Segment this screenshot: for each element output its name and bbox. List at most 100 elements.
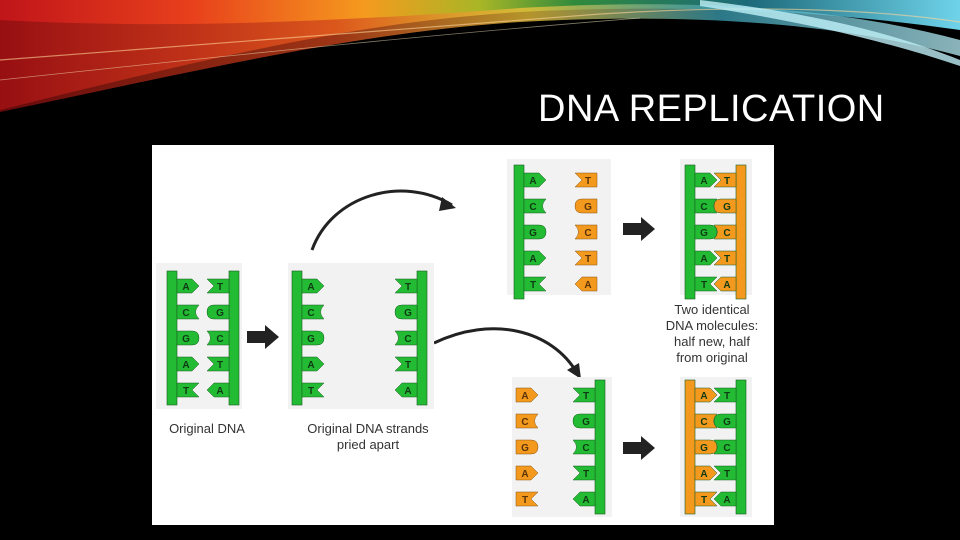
pried-left-strand-base-label: A [307, 360, 314, 371]
top-result-original-strand-base-label: A [700, 254, 707, 265]
top-result-new-strand-base-label: C [723, 228, 730, 239]
pried-right-strand-base-C [394, 330, 418, 346]
free-nucleotide-A [515, 387, 539, 403]
top-result-original-strand-base-label: T [701, 280, 707, 291]
pried-left-strand-base-label: T [308, 386, 314, 397]
original-left-strand-base-label: C [182, 308, 189, 319]
free-nucleotide-C [574, 224, 598, 240]
bottom-result-original-strand-base-label: T [724, 469, 730, 480]
bottom-result-original-strand-base-label: T [724, 391, 730, 402]
caption-two-identical: Two identical DNA molecules: half new, h… [657, 302, 767, 366]
original-right-strand-backbone [228, 270, 240, 406]
caption-result-line2: DNA molecules: [665, 318, 759, 333]
bottom-result-new-strand-base-label: A [700, 469, 707, 480]
pried-left-strand-base-label: G [307, 334, 315, 345]
arrow-right-1 [247, 325, 279, 349]
pried-right-strand-base-label: T [405, 360, 411, 371]
curved-arrow-top-head [439, 197, 456, 211]
bottom-result-new-strand-base-C [694, 413, 718, 429]
caption-original-text: Original DNA [169, 421, 245, 436]
pried-left-strand-base-label: A [307, 282, 314, 293]
pried-left-strand-base-A [301, 356, 325, 372]
top-template-strand-base-label: A [529, 254, 536, 265]
diagram-canvas: ACGATTGCTAACGATTGCTAACGATTGCTAACGATTGCTA… [156, 159, 752, 517]
free-nucleotide-label: A [521, 469, 528, 480]
bottom-result-new-strand-base-G [694, 439, 718, 455]
decorative-swoosh [0, 0, 960, 113]
bottom-result-new-strand-backbone [684, 379, 696, 515]
bottom-result-new-strand-base-label: C [700, 417, 707, 428]
original-right-strand-base-label: A [216, 386, 223, 397]
top-template-strand-base-label: T [530, 280, 536, 291]
bottom-result-original-strand-base-T [713, 387, 737, 403]
top-result-new-strand-base-G [713, 198, 737, 214]
pried-right-strand-base-label: C [404, 334, 411, 345]
caption-result-line3: half new, half [674, 334, 750, 349]
bottom-template-strand-base-G [572, 413, 596, 429]
caption-original-dna: Original DNA [162, 421, 252, 437]
bottom-result-original-strand-backbone [735, 379, 747, 515]
pried-right-strand-base-T [394, 278, 418, 294]
bottom-result-original-strand-base-label: C [723, 443, 730, 454]
original-right-strand-base-G [206, 304, 230, 320]
free-nucleotide-G [515, 439, 539, 455]
pried-right-strand-base-label: T [405, 282, 411, 293]
original-left-strand-base-C [176, 304, 200, 320]
top-result-original-strand-base-label: A [700, 176, 707, 187]
free-nucleotide-label: C [584, 228, 591, 239]
bottom-result-original-strand-base-A [713, 491, 737, 507]
top-result-original-strand-base-C [694, 198, 718, 214]
pried-left-strand-backbone [291, 270, 303, 406]
bottom-result-new-strand-base-label: T [701, 495, 707, 506]
bottom-template-strand-base-C [572, 439, 596, 455]
bottom-template-strand-base-label: G [582, 417, 590, 428]
top-result-new-strand-base-A [713, 276, 737, 292]
free-nucleotide-label: T [522, 495, 528, 506]
top-result-new-strand-base-label: T [724, 254, 730, 265]
top-template-strand-base-C [523, 198, 547, 214]
bottom-result-new-strand-base-A [694, 465, 718, 481]
top-result-original-strand-base-A [694, 172, 718, 188]
caption-result-line4: from original [676, 350, 748, 365]
free-nucleotide-label: G [521, 443, 529, 454]
original-left-strand-base-label: A [182, 282, 189, 293]
original-left-strand-base-A [176, 278, 200, 294]
original-right-strand-base-T [206, 278, 230, 294]
top-template-strand-backbone [513, 164, 525, 300]
bottom-result-new-strand-base-label: A [700, 391, 707, 402]
free-nucleotide-label: C [521, 417, 528, 428]
original-right-strand-base-label: C [216, 334, 223, 345]
original-right-strand-base-C [206, 330, 230, 346]
original-left-strand-base-A [176, 356, 200, 372]
top-result-original-strand-backbone [684, 164, 696, 300]
free-nucleotide-T [515, 491, 539, 507]
bottom-result-new-strand-base-label: G [700, 443, 708, 454]
curved-arrow-bottom [433, 327, 579, 374]
bottom-result-original-strand-base-C [713, 439, 737, 455]
caption-pried-line2: pried apart [336, 437, 400, 452]
curved-arrow-top [310, 189, 453, 251]
top-result-new-strand-base-label: T [724, 176, 730, 187]
top-template-strand-base-label: C [529, 202, 536, 213]
free-nucleotide-T [574, 250, 598, 266]
original-right-strand-base-A [206, 382, 230, 398]
free-nucleotide-A [574, 276, 598, 292]
free-nucleotide-label: A [584, 280, 591, 291]
top-template-strand-base-A [523, 250, 547, 266]
top-template-strand-base-label: G [529, 228, 537, 239]
bottom-template-strand-base-T [572, 465, 596, 481]
free-nucleotide-G [574, 198, 598, 214]
bottom-template-strand-base-A [572, 491, 596, 507]
top-result-original-strand-base-T [694, 276, 718, 292]
bottom-template-strand-backbone [594, 379, 606, 515]
top-result-new-strand-base-T [713, 172, 737, 188]
original-left-strand-base-label: G [182, 334, 190, 345]
original-left-strand-base-G [176, 330, 200, 346]
bottom-result-original-strand-base-label: A [723, 495, 730, 506]
original-right-strand-base-label: T [217, 282, 223, 293]
